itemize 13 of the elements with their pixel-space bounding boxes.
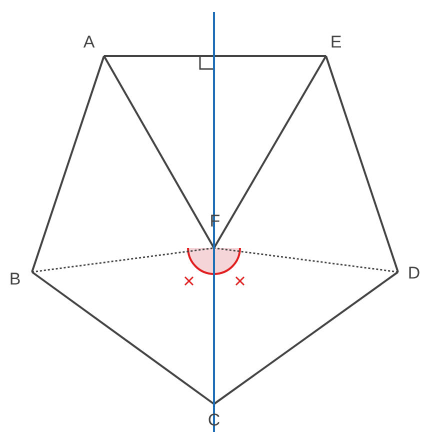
line-segment bbox=[31, 271, 215, 405]
line-segment bbox=[213, 56, 327, 248]
dotted-line bbox=[32, 247, 214, 273]
dotted-line bbox=[214, 247, 398, 273]
vertex-label: E bbox=[330, 34, 342, 50]
line-segment bbox=[31, 56, 105, 272]
line-segment bbox=[104, 55, 326, 57]
line-segment bbox=[325, 56, 399, 272]
line-segment bbox=[103, 56, 215, 248]
vertex-label: A bbox=[83, 34, 95, 50]
vertex-label: B bbox=[9, 270, 21, 288]
line-segment bbox=[213, 271, 399, 405]
vertex-label: D bbox=[408, 264, 420, 282]
